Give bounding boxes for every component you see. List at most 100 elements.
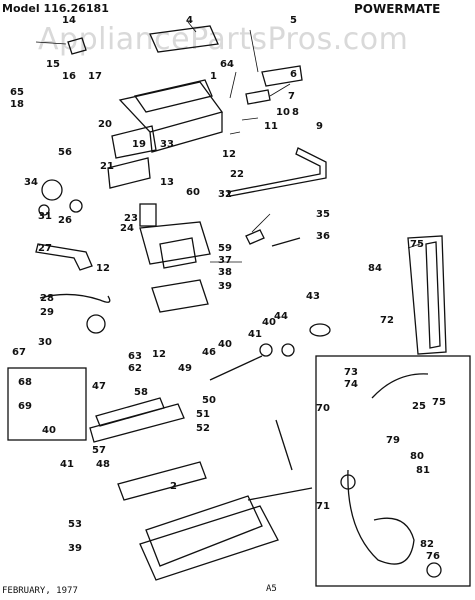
part-callout-label: 43 xyxy=(306,291,320,302)
part-callout-label: 80 xyxy=(410,451,424,462)
part-callout-label: 14 xyxy=(62,15,76,26)
part-71-rod xyxy=(247,487,313,501)
part-72-hose-box xyxy=(315,355,471,587)
part-callout-label: 12 xyxy=(222,149,236,160)
part-callout-label: 47 xyxy=(92,381,106,392)
part-callout-label: 39 xyxy=(68,543,82,554)
part-callout-label: 70 xyxy=(316,403,330,414)
part-callout-label: 32 xyxy=(218,189,232,200)
part-callout-label: 48 xyxy=(96,459,110,470)
part-callout-label: 57 xyxy=(92,445,106,456)
part-callout-label: 64 xyxy=(220,59,234,70)
part-36-tube xyxy=(271,237,301,247)
part-callout-label: 35 xyxy=(316,209,330,220)
part-callout-label: 39 xyxy=(218,281,232,292)
part-callout-label: 59 xyxy=(218,243,232,254)
part-57-brush xyxy=(89,403,185,443)
part-callout-label: 38 xyxy=(218,267,232,278)
part-callout-label: 15 xyxy=(46,59,60,70)
part-38-base xyxy=(151,279,209,313)
part-callout-label: 58 xyxy=(134,387,148,398)
part-callout-label: 22 xyxy=(230,169,244,180)
part-21-block xyxy=(107,157,151,189)
part-callout-label: 71 xyxy=(316,501,330,512)
part-callout-label: 8 xyxy=(292,107,299,118)
part-44-knob xyxy=(281,343,295,357)
part-70-rod xyxy=(275,419,293,471)
part-73-hose xyxy=(371,373,429,399)
part-callout-label: 60 xyxy=(186,187,200,198)
part-2-roller xyxy=(117,461,207,501)
watermark: AppliancePartsPros.com xyxy=(38,22,409,57)
part-callout-label: 72 xyxy=(380,315,394,326)
part-callout-label: 40 xyxy=(262,317,276,328)
part-callout-label: 46 xyxy=(202,347,216,358)
part-callout-label: 40 xyxy=(218,339,232,350)
part-1-housing-top xyxy=(133,79,213,113)
part-35-clip xyxy=(245,229,265,245)
part-53-base xyxy=(139,505,279,581)
part-callout-label: 10 xyxy=(276,107,290,118)
part-76-fitting xyxy=(426,562,442,578)
footer-page: A5 xyxy=(266,584,277,594)
part-callout-label: 19 xyxy=(132,139,146,150)
part-callout-label: 69 xyxy=(18,401,32,412)
model-number: Model 116.26181 xyxy=(2,2,109,15)
part-4-plate xyxy=(149,25,219,53)
part-callout-label: 76 xyxy=(426,551,440,562)
part-32-chassis xyxy=(139,221,211,265)
part-52-plate xyxy=(145,495,263,567)
part-callout-label: 12 xyxy=(96,263,110,274)
part-callout-label: 44 xyxy=(274,311,288,322)
part-31-gear xyxy=(38,204,50,216)
part-27-arm xyxy=(35,243,93,271)
part-callout-label: 63 xyxy=(128,351,142,362)
part-callout-label: 28 xyxy=(40,293,54,304)
part-callout-label: 41 xyxy=(60,459,74,470)
footer-date: FEBRUARY, 1977 xyxy=(2,586,78,596)
part-callout-label: 11 xyxy=(264,121,278,132)
part-23-switch xyxy=(139,203,157,227)
part-callout-label: 6 xyxy=(290,69,297,80)
part-callout-label: 16 xyxy=(62,71,76,82)
part-callout-label: 62 xyxy=(128,363,142,374)
part-callout-label: 30 xyxy=(38,337,52,348)
part-9-handle xyxy=(227,147,327,197)
part-callout-label: 84 xyxy=(368,263,382,274)
part-1-housing xyxy=(118,81,224,153)
part-callout-label: 67 xyxy=(12,347,26,358)
part-callout-label: 50 xyxy=(202,395,216,406)
part-20-block xyxy=(111,125,157,159)
part-callout-label: 41 xyxy=(248,329,262,340)
part-callout-label: 73 xyxy=(344,367,358,378)
part-callout-label: 17 xyxy=(88,71,102,82)
part-26-gear xyxy=(69,199,83,213)
part-callout-label: 75 xyxy=(410,239,424,250)
part-callout-label: 4 xyxy=(186,15,193,26)
part-callout-label: 33 xyxy=(160,139,174,150)
part-28-cord xyxy=(39,293,111,303)
part-80-hose xyxy=(347,469,415,565)
part-callout-label: 82 xyxy=(420,539,434,550)
part-callout-label: 74 xyxy=(344,379,358,390)
part-30-cord-reel xyxy=(86,314,106,334)
part-callout-label: 5 xyxy=(290,15,297,26)
part-callout-label: 12 xyxy=(152,349,166,360)
part-8-bracket xyxy=(245,89,271,105)
part-callout-label: 2 xyxy=(170,481,177,492)
part-14-panel xyxy=(67,37,87,55)
part-callout-label: 37 xyxy=(218,255,232,266)
part-callout-label: 49 xyxy=(178,363,192,374)
part-callout-label: 68 xyxy=(18,377,32,388)
part-callout-label: 7 xyxy=(288,91,295,102)
part-callout-label: 27 xyxy=(38,243,52,254)
part-callout-label: 23 xyxy=(124,213,138,224)
part-callout-label: 9 xyxy=(316,121,323,132)
part-40-knob xyxy=(259,343,273,357)
part-callout-label: 36 xyxy=(316,231,330,242)
part-59-motor xyxy=(159,237,197,269)
part-callout-label: 24 xyxy=(120,223,134,234)
part-callout-label: 65 xyxy=(10,87,24,98)
part-34-motor xyxy=(41,179,63,201)
